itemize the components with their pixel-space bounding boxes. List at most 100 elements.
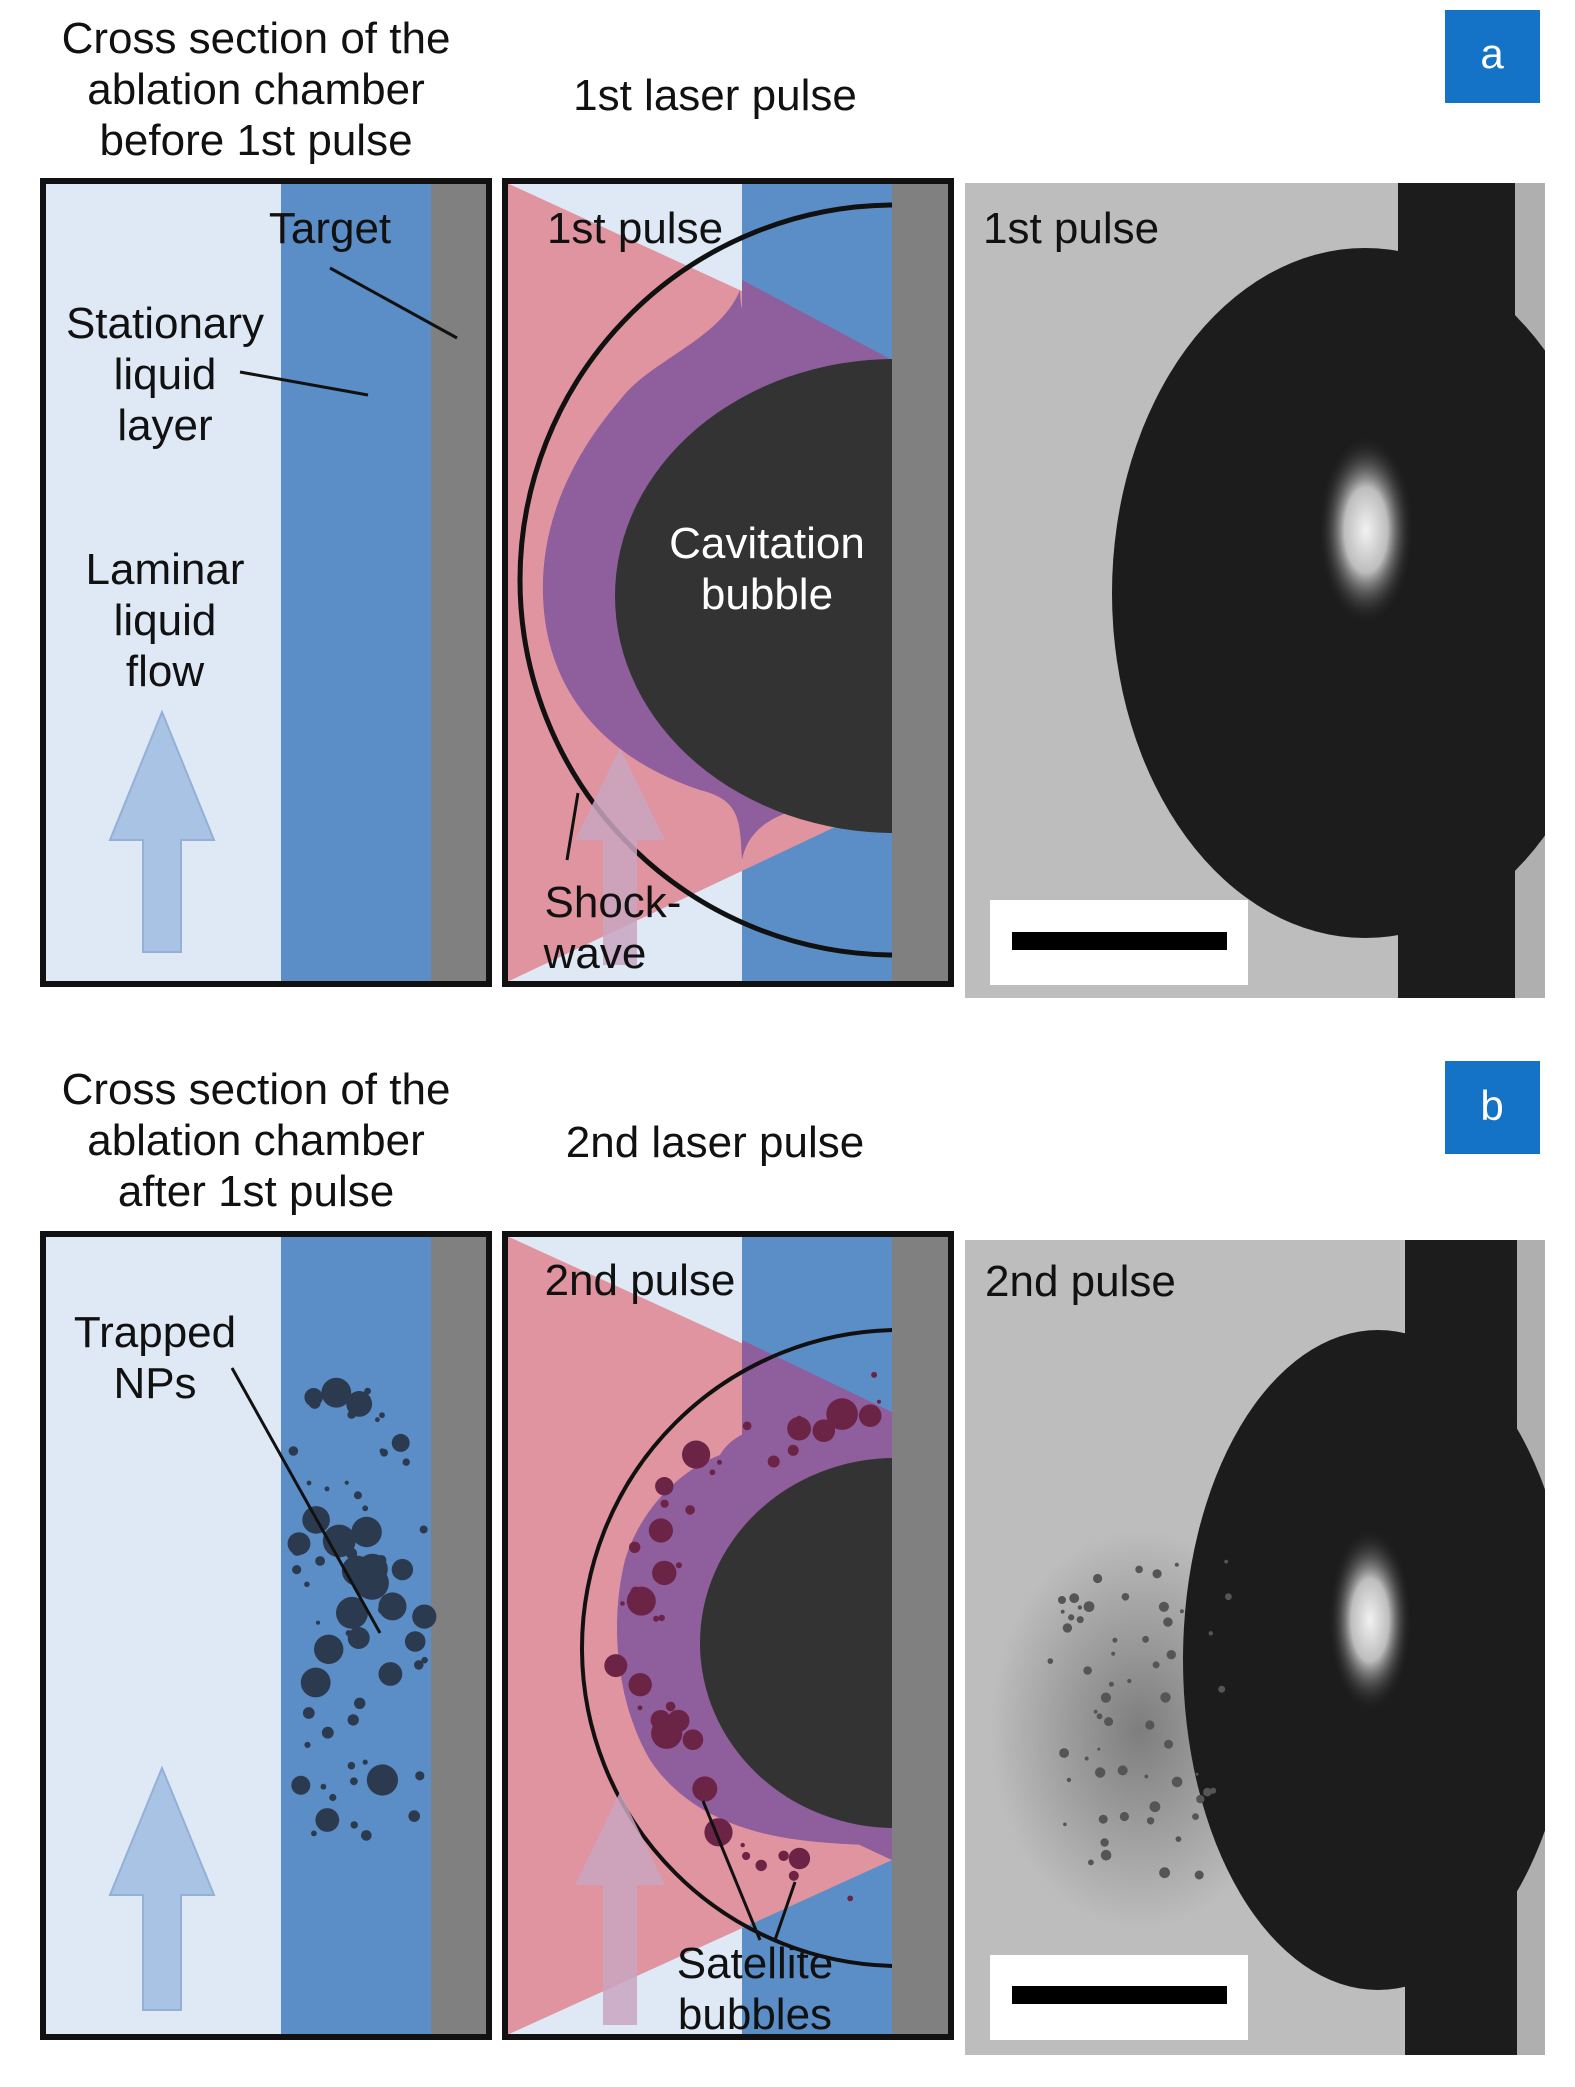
photo-speck xyxy=(1112,1637,1118,1643)
panel-badge-letter: b xyxy=(1480,1082,1503,1129)
nanoparticle xyxy=(391,1558,414,1581)
plasma-glow xyxy=(1328,1528,1412,1712)
satellite-bubble xyxy=(742,1421,752,1431)
laminar-flow-label-1: Laminar xyxy=(86,545,245,594)
photo-speck xyxy=(1095,1767,1106,1778)
nanoparticle xyxy=(353,1491,362,1500)
nanoparticle xyxy=(376,1555,387,1566)
photo-speck xyxy=(1158,1601,1169,1612)
photo-speck xyxy=(1097,1747,1101,1751)
chamber-after: Trapped NPs xyxy=(40,1231,492,2040)
photo-speck xyxy=(1174,1562,1179,1567)
photo-speck xyxy=(1093,1709,1098,1714)
photo-speck xyxy=(1203,1787,1212,1797)
satellite-bubble xyxy=(692,1776,718,1802)
photo-speck xyxy=(1208,1631,1214,1636)
flow-arrow-icon xyxy=(108,709,216,953)
satellite-bubble xyxy=(877,1399,881,1404)
left-title-line-2: ablation chamber xyxy=(87,1116,425,1165)
chamber-before: Target Stationary liquid layer Laminar l… xyxy=(40,178,492,987)
photo-speck xyxy=(1058,1596,1066,1604)
nanoparticle xyxy=(408,1810,421,1822)
stationary-layer-label-1: Stationary xyxy=(66,299,264,348)
satellite-bubble xyxy=(740,1842,745,1848)
satellite-bubble xyxy=(742,1851,751,1861)
nanoparticle xyxy=(414,1660,424,1670)
nanoparticle xyxy=(362,1505,369,1512)
satellite-bubble xyxy=(620,1601,625,1606)
photo-speck xyxy=(1194,1870,1204,1880)
photo-speck xyxy=(1144,1774,1149,1779)
pulse-label: 2nd pulse xyxy=(545,1256,736,1305)
nps-leader-line xyxy=(230,1367,382,1634)
target-label: Target xyxy=(269,204,391,253)
photo-speck xyxy=(1152,1569,1162,1579)
photo-speck xyxy=(1163,1617,1173,1627)
target xyxy=(892,1236,948,2035)
nanoparticle xyxy=(347,1627,370,1649)
photo-speck xyxy=(1068,1614,1075,1621)
nanoparticle xyxy=(320,1783,327,1790)
photo-speck xyxy=(1093,1573,1103,1584)
nanoparticle xyxy=(321,1377,352,1408)
nanoparticle xyxy=(304,1741,311,1748)
photo-speck xyxy=(1152,1661,1160,1669)
nanoparticle xyxy=(347,1761,356,1770)
nanoparticle xyxy=(378,1592,407,1621)
nanoparticle xyxy=(300,1667,331,1698)
satellite-bubble xyxy=(800,1417,806,1422)
panel-b: b Cross section of the ablation chamber … xyxy=(40,1061,1545,2055)
chamber-second-pulse: 2nd pulse Satellite bubbles xyxy=(502,1231,954,2040)
satellite-bubble xyxy=(717,1459,722,1465)
shockwave-leader-line xyxy=(565,792,580,861)
photo-pulse-label: 1st pulse xyxy=(983,204,1159,253)
nanoparticle xyxy=(315,1556,325,1566)
satellite-bubble xyxy=(628,1673,652,1697)
stationary-layer-label-2: liquid xyxy=(114,350,217,399)
photo-speck xyxy=(1077,1605,1083,1610)
cavitation-bubble-label-1: Cavitation xyxy=(669,519,865,568)
middle-title: 2nd laser pulse xyxy=(566,1118,864,1167)
photo-speck xyxy=(1171,1776,1183,1788)
nanoparticle xyxy=(315,1808,340,1832)
satellite-bubble xyxy=(632,1586,638,1592)
nanoparticle xyxy=(288,1446,299,1456)
photo-speck xyxy=(1062,1623,1073,1633)
satellite-bubble xyxy=(658,1614,665,1622)
photo-speck xyxy=(1218,1685,1226,1693)
left-title-line-1: Cross section of the xyxy=(62,14,451,63)
satellite-bubble xyxy=(665,1701,676,1712)
nanoparticle xyxy=(344,1480,349,1485)
photo-speck xyxy=(1104,1717,1114,1727)
photo-speck xyxy=(1224,1559,1229,1564)
left-title-line-3: before 1st pulse xyxy=(99,116,412,165)
photo-speck xyxy=(1100,1838,1109,1847)
satellite-bubble xyxy=(826,1398,858,1430)
satellite-bubble xyxy=(812,1419,836,1442)
nanoparticle xyxy=(364,1387,371,1395)
photo-speck xyxy=(1088,1859,1094,1866)
nanoparticle xyxy=(321,1726,334,1739)
nanoparticle xyxy=(336,1596,368,1629)
satellite-bubble xyxy=(660,1499,669,1508)
nanoparticle xyxy=(351,1632,357,1637)
satellite-bubble xyxy=(787,1416,811,1441)
photo-speck xyxy=(1069,1593,1080,1604)
cavitation-bubble xyxy=(700,1458,948,1828)
nanoparticle xyxy=(379,1412,385,1419)
photo-speck xyxy=(1063,1822,1067,1827)
bubble-shadow xyxy=(1112,248,1545,938)
photo-first-pulse: 1st pulse xyxy=(965,183,1545,998)
satellite-bubble xyxy=(653,1718,665,1730)
nanoparticle xyxy=(304,1388,323,1407)
chamber-first-pulse: 1st pulse Cavitation bubble Shock- wave xyxy=(502,178,954,987)
nanoparticle xyxy=(354,1697,366,1710)
nanoparticle xyxy=(346,1391,373,1417)
photo-speck xyxy=(1164,1739,1173,1749)
panel-a: a Cross section of the ablation chamber … xyxy=(40,10,1545,998)
photo-speck xyxy=(1047,1658,1054,1664)
satellite-bubble xyxy=(663,1733,669,1739)
photo-speck xyxy=(1146,1817,1155,1825)
photo-speck xyxy=(1084,1756,1089,1761)
left-title-line-1: Cross section of the xyxy=(62,1065,451,1114)
